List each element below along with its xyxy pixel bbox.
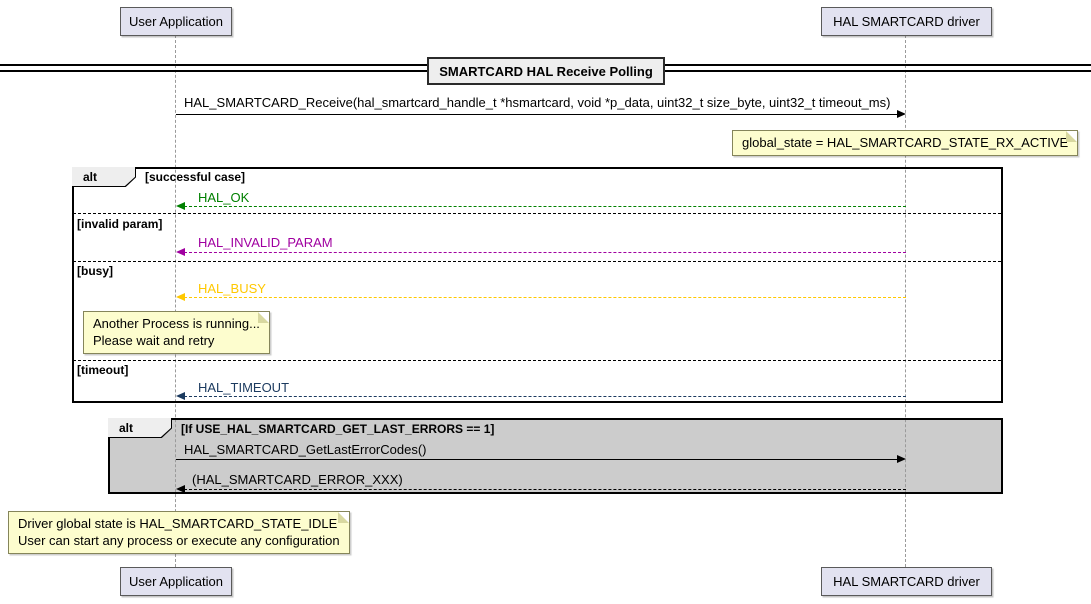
message-get-last-error-codes-label: HAL_SMARTCARD_GetLastErrorCodes(): [184, 442, 427, 457]
note-rx-active: global_state = HAL_SMARTCARD_STATE_RX_AC…: [732, 130, 1079, 156]
participant-hal-smartcard-driver-bottom: HAL SMARTCARD driver: [821, 567, 992, 596]
message-hal-timeout-line: [184, 396, 906, 397]
note-busy: Another Process is running... Please wai…: [83, 311, 270, 354]
note-busy-line2: Please wait and retry: [93, 333, 215, 348]
message-error-codes-arrowhead: [176, 485, 185, 493]
message-hal-ok-arrowhead: [176, 202, 185, 210]
message-hal-busy-label: HAL_BUSY: [198, 281, 266, 296]
diagram-title: SMARTCARD HAL Receive Polling: [427, 57, 665, 85]
alt1-operator-tab: alt: [72, 167, 136, 187]
participant-user-application-top: User Application: [120, 7, 232, 36]
alt1-guard-successful-case: [successful case]: [145, 170, 246, 184]
message-receive-label: HAL_SMARTCARD_Receive(hal_smartcard_hand…: [184, 95, 891, 110]
note-rx-active-text: global_state = HAL_SMARTCARD_STATE_RX_AC…: [742, 135, 1069, 150]
message-hal-timeout-arrowhead: [176, 392, 185, 400]
note-idle-line1: Driver global state is HAL_SMARTCARD_STA…: [18, 516, 338, 531]
message-hal-invalid-param-arrowhead: [176, 248, 185, 256]
message-error-codes-line: [184, 489, 906, 490]
message-error-codes-label: (HAL_SMARTCARD_ERROR_XXX): [192, 472, 403, 487]
participant-hal-smartcard-driver-top: HAL SMARTCARD driver: [821, 7, 992, 36]
message-hal-ok-line: [184, 206, 906, 207]
note-idle: Driver global state is HAL_SMARTCARD_STA…: [8, 511, 350, 554]
alt2-operator-label: alt: [108, 418, 171, 437]
message-get-last-error-codes-line: [176, 459, 898, 460]
note-busy-line1: Another Process is running...: [93, 316, 260, 331]
participant-user-application-bottom: User Application: [120, 567, 232, 596]
alt1-operator-label: alt: [72, 167, 135, 186]
lifeline-user-application: [175, 35, 176, 567]
lifeline-hal-smartcard-driver: [905, 35, 906, 567]
message-hal-timeout-label: HAL_TIMEOUT: [198, 380, 290, 395]
message-hal-busy-line: [184, 297, 906, 298]
message-receive-line: [176, 114, 898, 115]
alt2-operator-tab: alt: [108, 418, 172, 438]
alt1-divider-busy: [73, 261, 1001, 262]
alt1-divider-timeout: [73, 360, 1001, 361]
alt1-frame: [72, 167, 1003, 403]
alt1-divider-invalid-param: [73, 213, 1001, 214]
alt2-frame-fill: [108, 418, 1003, 494]
alt1-guard-invalid-param: [invalid param]: [77, 217, 163, 231]
message-hal-ok-label: HAL_OK: [198, 190, 250, 205]
alt1-guard-busy: [busy]: [77, 264, 113, 278]
alt2-frame: [108, 418, 1003, 494]
message-hal-invalid-param-label: HAL_INVALID_PARAM: [198, 235, 333, 250]
alt1-guard-timeout: [timeout]: [77, 363, 129, 377]
message-get-last-error-codes-arrowhead: [897, 455, 906, 463]
note-idle-line2: User can start any process or execute an…: [18, 533, 340, 548]
message-receive-arrowhead: [897, 110, 906, 118]
message-hal-busy-arrowhead: [176, 293, 185, 301]
alt2-guard-use-hal-get-last-errors: [If USE_HAL_SMARTCARD_GET_LAST_ERRORS ==…: [181, 422, 495, 436]
message-hal-invalid-param-line: [184, 252, 906, 253]
